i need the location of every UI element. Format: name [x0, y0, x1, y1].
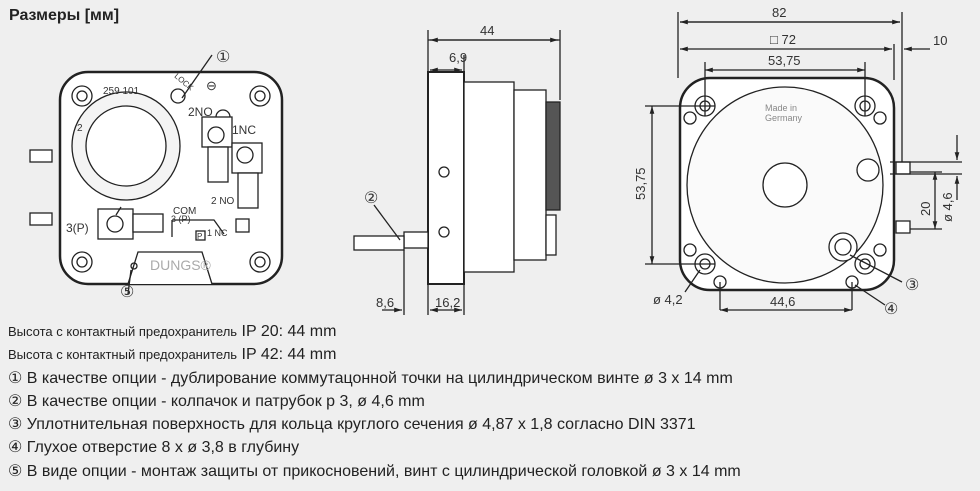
dim-16-2: 16,2: [435, 295, 460, 310]
made-in-line-2: Germany: [765, 113, 803, 123]
note-1: ① В качестве опции - дублирование коммут…: [8, 369, 733, 387]
dim-53-75-vertical: 53,75: [633, 167, 648, 200]
note-height-ip20: Высота с контактный предохранитель IP 20…: [8, 323, 337, 340]
schematic-1nc: 1 NC: [207, 228, 228, 238]
page-title: Размеры [мм]: [9, 7, 120, 24]
rear-view: [645, 12, 962, 313]
dim-44: 44: [480, 23, 494, 38]
front-view-labels: ① ⑤ 259 101 LOCK ⊖ 2 2NO 1NC 3(P) 2 NO C…: [66, 49, 256, 301]
rear-view-labels: 82 □ 72 53,75 53,75 10 20 ø 4,6 ø 4,2 44…: [633, 5, 955, 318]
dim-4-2: ø 4,2: [653, 292, 683, 307]
made-in-line-1: Made in: [765, 103, 797, 113]
dim-6-9: 6,9: [449, 50, 467, 65]
note-3: ③ Уплотнительная поверхность для кольца …: [8, 416, 696, 434]
dimension-drawing: ① ⑤ 259 101 LOCK ⊖ 2 2NO 1NC 3(P) 2 NO C…: [29, 5, 962, 318]
notes-list: Высота с контактный предохранитель IP 20…: [8, 320, 741, 483]
terminal-1nc-label: 1NC: [232, 123, 256, 137]
dim-72: □ 72: [770, 32, 796, 47]
device-code: 259 101: [103, 86, 140, 97]
dim-82: 82: [772, 5, 786, 20]
dim-44-6: 44,6: [770, 294, 795, 309]
dungs-logo: DUNGS®: [150, 257, 212, 273]
marker-4: ④: [884, 301, 898, 318]
marker-5: ⑤: [120, 284, 134, 301]
schematic-3p: 3 (P): [171, 214, 191, 224]
port-2-label: 2: [77, 123, 83, 134]
dim-53-75-horizontal: 53,75: [768, 53, 801, 68]
schematic-com: COM: [173, 206, 196, 217]
note-5: ⑤ В виде опции - монтаж защиты от прикос…: [8, 462, 741, 480]
terminal-2no-label: 2NO: [188, 105, 213, 119]
marker-3: ③: [905, 277, 919, 294]
dim-4-6: ø 4,6: [940, 192, 955, 222]
marker-2: ②: [364, 190, 378, 207]
front-view: [29, 54, 284, 295]
schematic-2no: 2 NO: [211, 196, 235, 207]
note-height-ip42: Высота с контактный предохранитель IP 42…: [8, 346, 337, 364]
side-view: [353, 30, 561, 315]
terminal-3p-label: 3(P): [66, 221, 89, 235]
marker-1: ①: [216, 49, 230, 66]
dim-20: 20: [918, 202, 933, 216]
note-2: ② В качестве опции - колпачок и патрубок…: [8, 392, 425, 410]
side-view-labels: 44 6,9 8,6 16,2 ②: [364, 23, 494, 310]
note-4: ④ Глухое отверстие 8 x ø 3,8 в глубину: [8, 439, 300, 457]
dim-8-6: 8,6: [376, 295, 394, 310]
dim-10: 10: [933, 33, 947, 48]
minus-symbol: ⊖: [206, 78, 217, 93]
schematic-p: P: [197, 232, 202, 241]
